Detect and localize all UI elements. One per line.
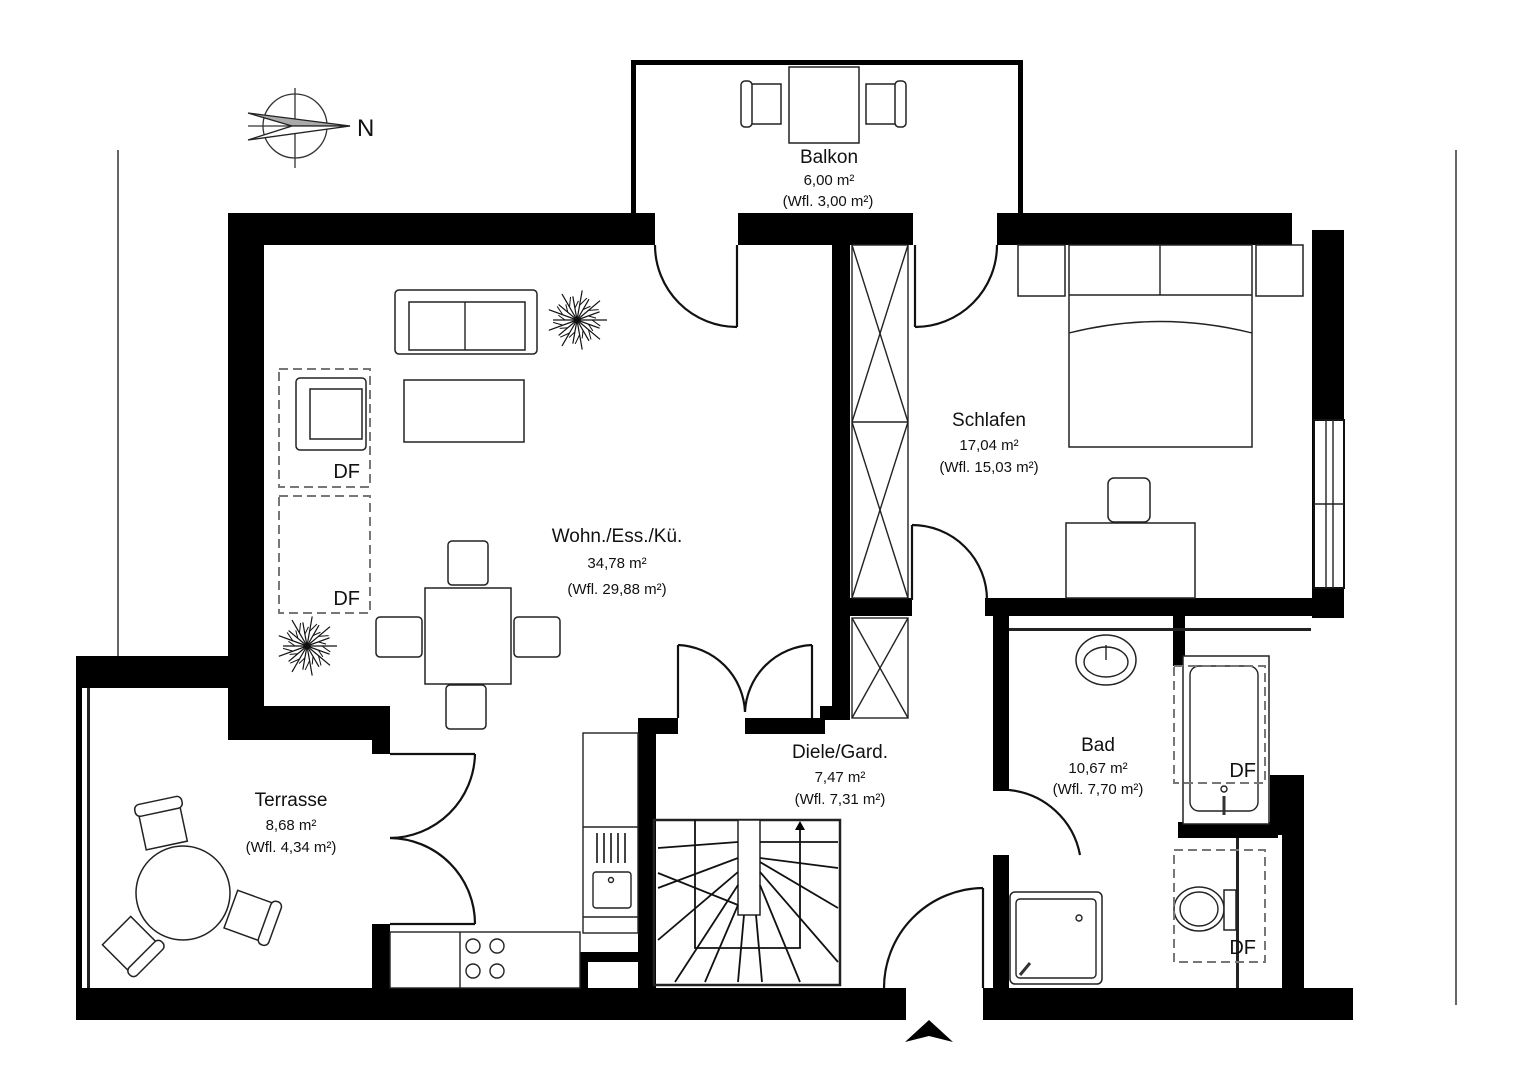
svg-text:(Wfl. 15,03 m²): (Wfl. 15,03 m²) <box>939 459 1038 476</box>
room-label-terrasse: Terrasse 8,68 m² (Wfl. 4,34 m²) <box>246 790 337 856</box>
svg-text:8,68 m²: 8,68 m² <box>266 817 317 834</box>
nightstand-left <box>1017 244 1066 297</box>
nightstand-right <box>1255 244 1304 297</box>
double-bed <box>1068 244 1253 448</box>
svg-text:(Wfl. 7,70 m²): (Wfl. 7,70 m²) <box>1053 781 1144 798</box>
svg-text:6,00 m²: 6,00 m² <box>804 172 855 189</box>
roof-hatching-left <box>117 150 228 670</box>
dining-table-set <box>375 540 561 730</box>
doors <box>389 244 1082 989</box>
coffee-table <box>403 379 525 443</box>
plant-icon <box>278 290 607 676</box>
svg-text:7,47 m²: 7,47 m² <box>815 769 866 786</box>
washbasin <box>1075 634 1137 686</box>
roof-window-bath-2 <box>1173 849 1266 963</box>
bathtub <box>1182 655 1270 825</box>
svg-text:Terrasse: Terrasse <box>255 790 328 811</box>
room-label-bad: Bad 10,67 m² (Wfl. 7,70 m²) <box>1053 735 1144 798</box>
kitchen <box>389 732 639 989</box>
north-arrow-icon: N <box>247 88 374 168</box>
armchair <box>295 377 367 451</box>
roof-window-living-1 <box>278 368 371 488</box>
svg-text:17,04 m²: 17,04 m² <box>959 437 1018 454</box>
roof-window-label: DF <box>1229 760 1256 782</box>
balcony-table-set <box>740 66 907 144</box>
roof-window-label: DF <box>1229 937 1256 959</box>
roof-window-label: DF <box>333 461 360 483</box>
bedroom-window <box>1313 419 1345 589</box>
svg-text:Balkon: Balkon <box>800 147 858 168</box>
compass-north-label: N <box>357 115 374 142</box>
entrance-arrow-icon <box>905 1020 953 1042</box>
svg-text:(Wfl. 4,34 m²): (Wfl. 4,34 m²) <box>246 839 337 856</box>
room-label-diele: Diele/Gard. 7,47 m² (Wfl. 7,31 m²) <box>792 742 888 808</box>
terrace-table-set <box>101 795 283 978</box>
roof-window-living-2 <box>278 495 371 614</box>
sofa <box>394 289 538 355</box>
staircase <box>652 818 842 987</box>
desk-chair <box>1107 477 1151 523</box>
svg-text:Wohn./Ess./Kü.: Wohn./Ess./Kü. <box>552 526 683 547</box>
desk <box>1065 522 1196 599</box>
wardrobe <box>851 244 909 719</box>
balcony-outline <box>631 60 1023 215</box>
room-label-schlafen: Schlafen 17,04 m² (Wfl. 15,03 m²) <box>939 410 1038 476</box>
room-label-wohnen: Wohn./Ess./Kü. 34,78 m² (Wfl. 29,88 m²) <box>552 526 683 598</box>
svg-text:Schlafen: Schlafen <box>952 410 1026 431</box>
room-label-balkon: Balkon 6,00 m² (Wfl. 3,00 m²) <box>783 147 874 210</box>
shower <box>1009 891 1103 985</box>
roof-window-label: DF <box>333 588 360 610</box>
svg-text:(Wfl. 3,00 m²): (Wfl. 3,00 m²) <box>783 193 874 210</box>
svg-text:34,78 m²: 34,78 m² <box>587 555 646 572</box>
svg-text:(Wfl. 7,31 m²): (Wfl. 7,31 m²) <box>795 791 886 808</box>
svg-text:(Wfl. 29,88 m²): (Wfl. 29,88 m²) <box>567 581 666 598</box>
svg-text:10,67 m²: 10,67 m² <box>1068 760 1127 777</box>
toilet <box>1173 886 1237 932</box>
svg-text:Diele/Gard.: Diele/Gard. <box>792 742 888 763</box>
svg-text:Bad: Bad <box>1081 735 1115 756</box>
roof-window-bath-1 <box>1173 665 1266 784</box>
